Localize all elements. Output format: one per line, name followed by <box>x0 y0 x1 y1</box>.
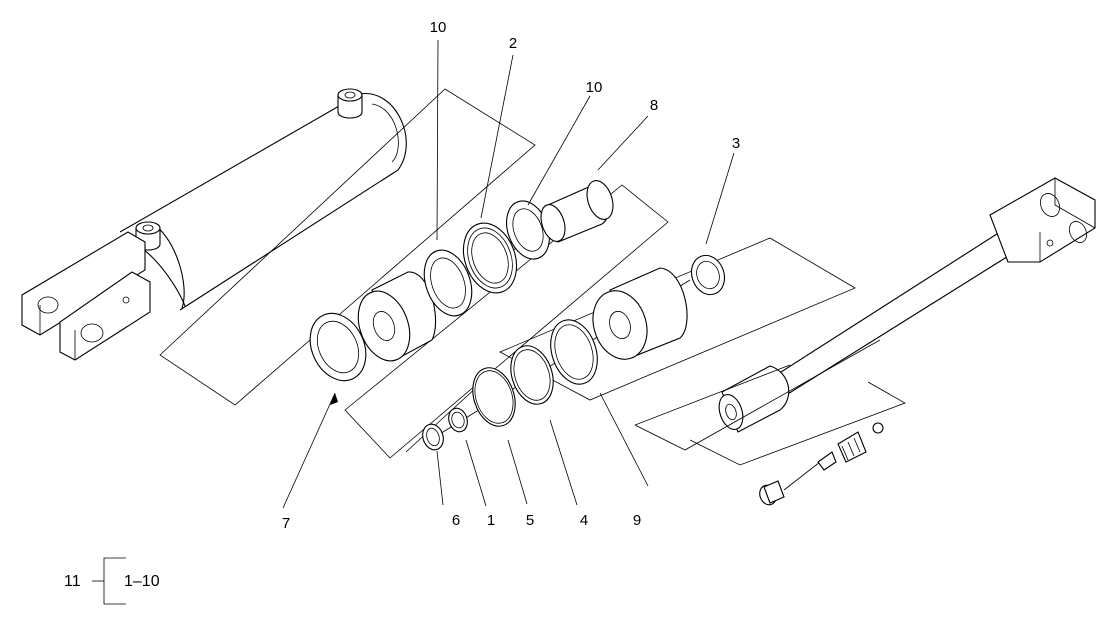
kit-bracket: 11 1–10 <box>64 557 160 605</box>
kit-assembly-number: 11 <box>64 573 81 590</box>
callout-4: 4 <box>580 512 588 529</box>
callout-1: 1 <box>487 512 495 529</box>
callout-labels: 10 2 10 8 3 7 6 1 5 4 9 <box>282 19 740 532</box>
callout-10-right: 10 <box>586 79 603 96</box>
callout-5: 5 <box>526 512 534 529</box>
upper-exploded-plane <box>159 88 669 459</box>
callout-9: 9 <box>633 512 641 529</box>
cylinder-barrel <box>21 88 407 361</box>
lower-exploded-plane <box>405 237 856 453</box>
leader-lines <box>282 39 735 509</box>
piston-rod <box>634 177 1096 466</box>
callout-8: 8 <box>650 97 658 114</box>
kit-range: 1–10 <box>124 573 160 590</box>
callout-6: 6 <box>452 512 460 529</box>
callout-7: 7 <box>282 515 290 532</box>
bleed-valve-parts <box>759 422 884 506</box>
callout-10-upper: 10 <box>430 19 447 36</box>
callout-2: 2 <box>509 35 517 52</box>
callout-3: 3 <box>732 135 740 152</box>
